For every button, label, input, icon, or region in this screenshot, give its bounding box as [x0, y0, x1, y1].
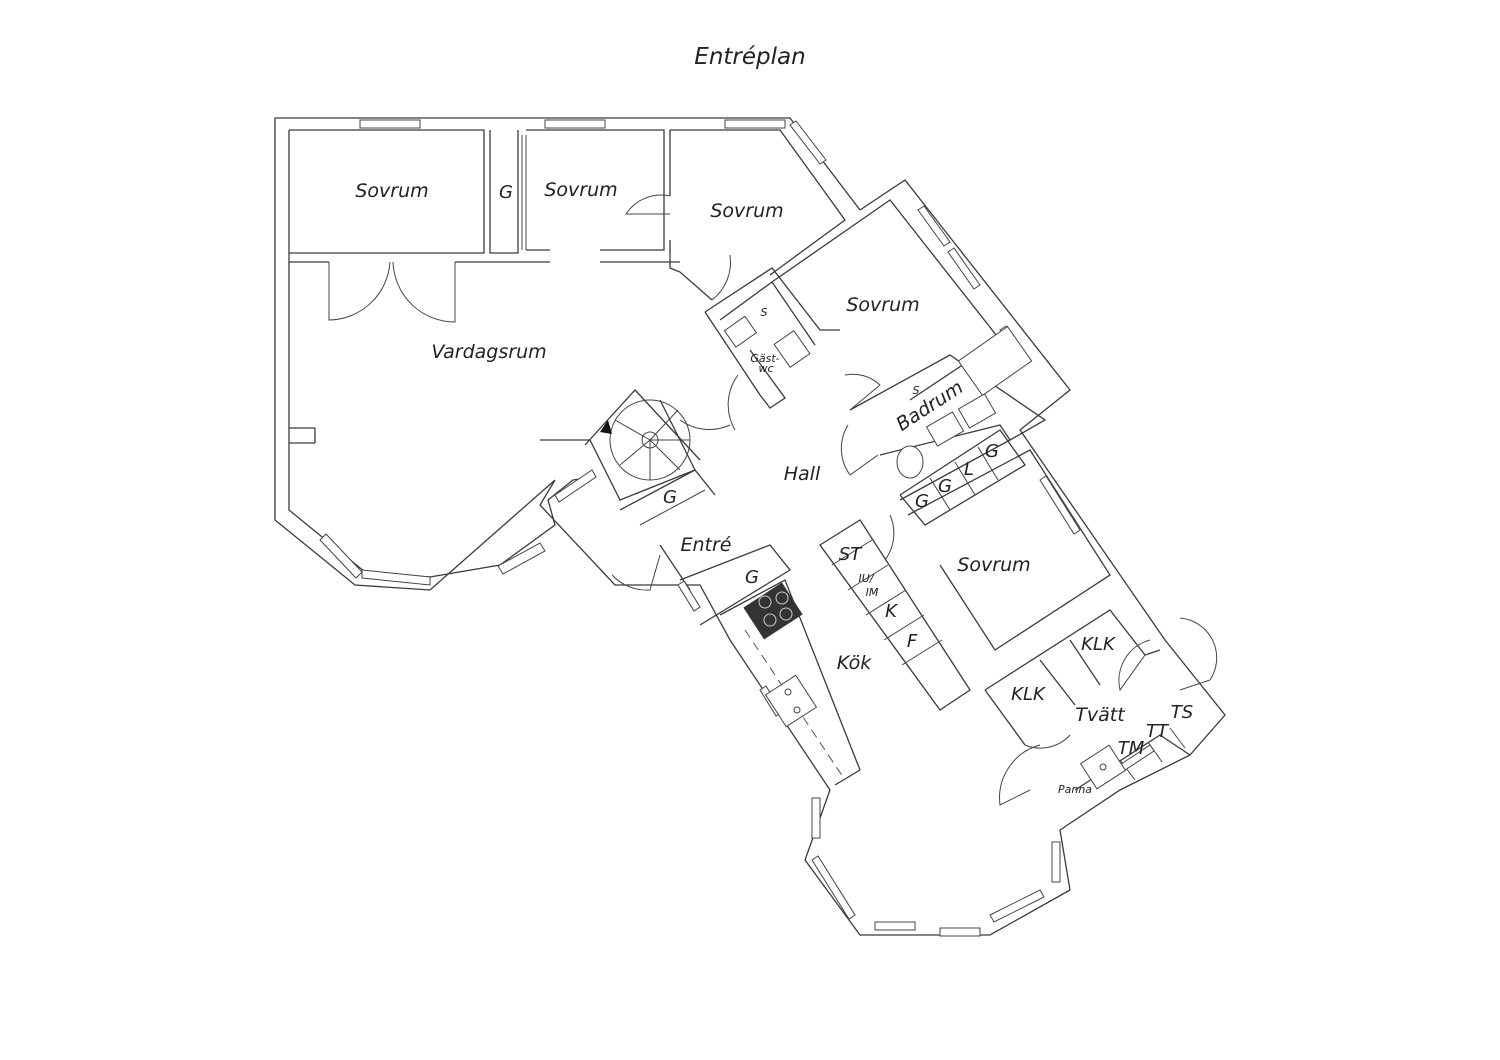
bathtub-icon — [957, 325, 1033, 397]
closet-label-k: K — [885, 601, 898, 622]
fixtures — [600, 315, 1127, 790]
kitchen-sink-icon — [764, 674, 818, 728]
closet-label-s-wc: S — [761, 306, 768, 319]
doors — [328, 194, 1218, 806]
closet-label-l: L — [964, 459, 974, 480]
room-label-sovrum-5: Sovrum — [957, 554, 1030, 576]
page-title: Entréplan — [694, 44, 806, 70]
storage-labels: G G G G G G L S S ST IU/ IM K F KLK KLK … — [499, 182, 1193, 759]
closet-label-g-top: G — [499, 182, 513, 203]
room-label-gastwc-1: Gäst- — [750, 352, 779, 365]
closet-label-g-entre: G — [745, 567, 759, 588]
closet-label-tt: TT — [1146, 721, 1170, 742]
room-label-sovrum-3: Sovrum — [710, 200, 783, 222]
closet-label-st: ST — [839, 544, 863, 565]
outer-walls — [274, 117, 1226, 936]
room-label-sovrum-2: Sovrum — [544, 179, 617, 201]
closet-label-g-stair: G — [663, 487, 677, 508]
room-label-panna: Panna — [1058, 783, 1092, 796]
interior-walls — [489, 129, 1191, 791]
room-label-gastwc-2: wc — [758, 362, 773, 375]
room-label-sovrum-1: Sovrum — [355, 180, 428, 202]
closet-label-g-row-1: G — [915, 491, 929, 512]
closet-label-g-bath: G — [985, 441, 999, 462]
room-label-tvatt: Tvätt — [1075, 704, 1126, 726]
closet-label-ts: TS — [1171, 702, 1193, 723]
closet-label-s-bath: S — [913, 384, 920, 397]
windows — [319, 119, 1155, 937]
closet-label-iu-1: IU/ — [858, 572, 874, 585]
room-label-vardagsrum: Vardagsrum — [431, 341, 546, 363]
room-label-entre: Entré — [681, 534, 732, 556]
closet-label-klk-1: KLK — [1081, 634, 1116, 655]
stair-arrow-icon — [600, 420, 612, 434]
closet-label-klk-2: KLK — [1011, 684, 1046, 705]
stove-icon — [743, 582, 803, 640]
closet-label-f: F — [907, 631, 918, 652]
closet-label-g-row-2: G — [938, 476, 952, 497]
laundry-sink-icon — [1079, 744, 1127, 790]
closet-label-iu-2: IM — [866, 586, 879, 599]
room-label-kok: Kök — [837, 652, 872, 674]
closet-label-tm: TM — [1118, 738, 1145, 759]
room-label-sovrum-4: Sovrum — [846, 294, 919, 316]
room-label-hall: Hall — [784, 463, 821, 485]
